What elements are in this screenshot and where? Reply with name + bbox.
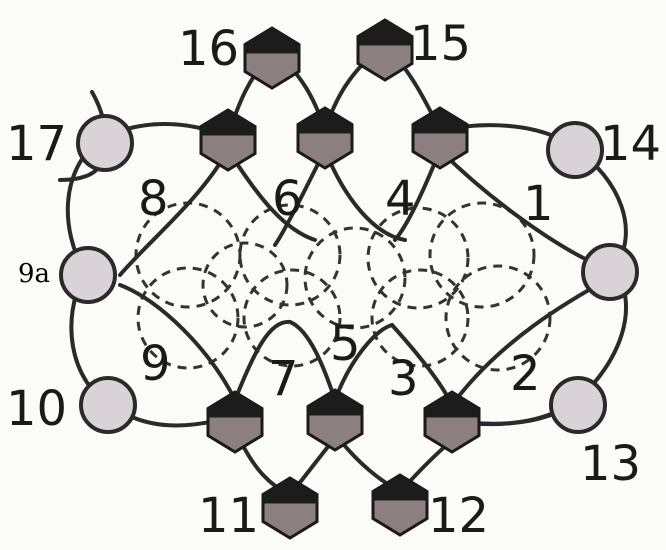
label-15: 15 (410, 16, 471, 72)
label-14: 14 (600, 116, 661, 172)
label-4: 4 (385, 171, 416, 227)
hex-bead-top-left (199, 108, 257, 172)
hex-bead-16 (243, 26, 301, 90)
label-3: 3 (388, 351, 419, 407)
round-bead-13 (549, 376, 607, 434)
round-bead-right (581, 243, 639, 301)
hex-beads (199, 18, 481, 540)
label-1: 1 (523, 176, 554, 232)
round-bead-17 (76, 114, 134, 172)
label-8: 8 (138, 171, 169, 227)
label-10: 10 (6, 381, 67, 437)
label-16: 16 (178, 21, 239, 77)
label-13: 13 (580, 436, 641, 492)
round-bead-14 (546, 121, 604, 179)
label-7: 7 (268, 351, 299, 407)
label-12: 12 (428, 488, 489, 544)
dashed-inner-circles (134, 201, 552, 372)
hex-bead-bottom-center (306, 388, 364, 452)
hex-bead-12 (371, 473, 429, 537)
hex-bead-15 (356, 18, 414, 82)
label-9: 9 (140, 336, 171, 392)
hex-bead-bottom-left (206, 390, 264, 454)
label-5: 5 (330, 316, 361, 372)
label-2: 2 (510, 346, 541, 402)
label-17: 17 (6, 116, 67, 172)
round-bead-9a (59, 246, 117, 304)
hex-bead-bottom-right (423, 390, 481, 454)
hex-bead-11 (261, 476, 319, 540)
hex-bead-top-right (411, 106, 469, 170)
label-6: 6 (272, 171, 303, 227)
hex-bead-top-center (296, 106, 354, 170)
round-beads (59, 114, 639, 434)
label-11: 11 (198, 488, 259, 544)
round-bead-10 (79, 376, 137, 434)
thread-outer-loop (65, 138, 237, 428)
label-9a: 9a (18, 259, 50, 289)
labels: 1 2 3 4 5 6 7 8 9 9a 10 11 12 13 14 15 1… (6, 16, 661, 544)
